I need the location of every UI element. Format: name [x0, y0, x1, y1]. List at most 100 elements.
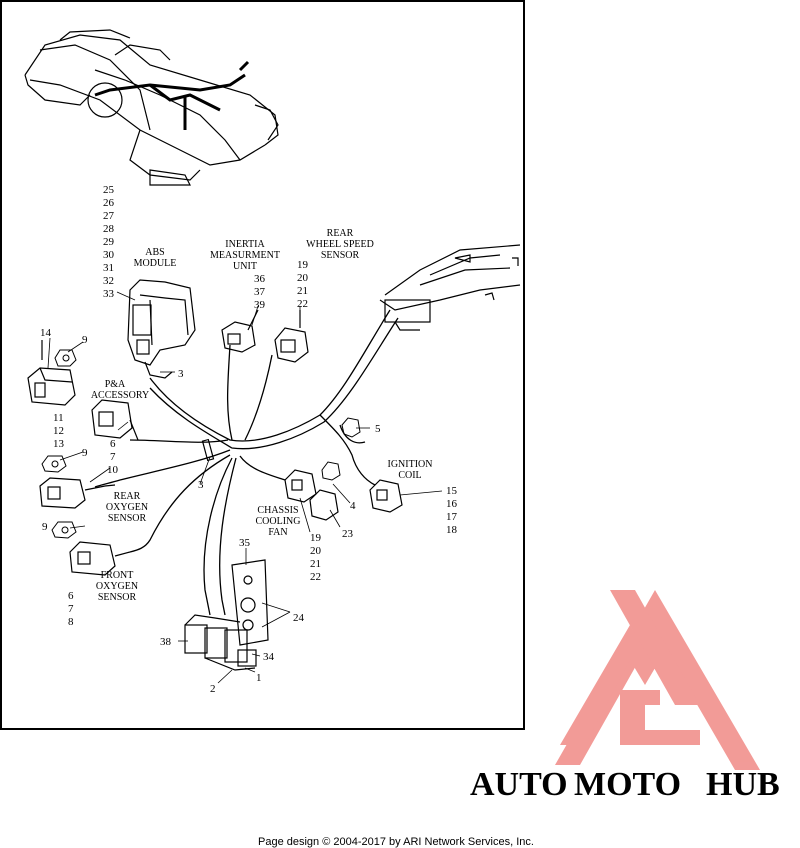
- callout-17: 17: [446, 511, 458, 523]
- callout-2: 2: [210, 683, 216, 695]
- callouts-connector: 11 12 13: [53, 412, 65, 450]
- connector-14: [27, 340, 76, 406]
- callout-15: 15: [446, 485, 458, 497]
- callout-16: 16: [446, 498, 458, 510]
- label-rear-o2-3: SENSOR: [108, 513, 147, 524]
- clip-9c: [51, 521, 77, 539]
- label-wss-1: REAR: [327, 228, 354, 239]
- label-imu-2: MEASURMENT: [210, 250, 280, 261]
- front-oxygen-connector: [69, 541, 131, 576]
- callout-9a: 9: [82, 334, 88, 346]
- callout-12: 12: [53, 425, 64, 437]
- callout-31: 31: [103, 262, 114, 274]
- callout-28: 28: [103, 223, 115, 235]
- watermark-moto: MOTO: [574, 766, 681, 803]
- callout-21b: 21: [310, 558, 321, 570]
- callout-23: 23: [342, 528, 354, 540]
- callout-32: 32: [103, 275, 114, 287]
- clip-9a: [54, 349, 77, 367]
- page-footer: Page design © 2004-2017 by ARI Network S…: [258, 836, 534, 848]
- callout-22b: 22: [310, 571, 321, 583]
- label-wss-2: WHEEL SPEED: [306, 239, 374, 250]
- label-rear-o2-1: REAR: [114, 491, 141, 502]
- label-fan-2: COOLING: [256, 516, 301, 527]
- callout-21a: 21: [297, 285, 308, 297]
- ignition-coil-connector: [369, 479, 403, 513]
- harness-thumbnail-routing: [94, 60, 250, 130]
- callout-20b: 20: [310, 545, 322, 557]
- automotohub-logo-icon: [555, 590, 760, 770]
- wheel-speed-connector: [274, 310, 309, 363]
- callout-7a: 7: [110, 451, 116, 463]
- callout-6a: 6: [110, 438, 116, 450]
- motorcycle-frame-thumbnail: [24, 29, 279, 186]
- label-fan-1: CHASSIS: [257, 505, 298, 516]
- clip-4: [321, 461, 341, 481]
- callout-33: 33: [103, 288, 115, 300]
- main-harness-trunk: [94, 309, 399, 616]
- callout-22a: 22: [297, 298, 308, 310]
- callout-3a: 3: [178, 368, 184, 380]
- watermark-hub: HUB: [706, 766, 780, 803]
- label-wss-3: SENSOR: [321, 250, 360, 261]
- callouts-fan: 19 20 21 22: [310, 532, 322, 583]
- label-front-o2-1: FRONT: [101, 570, 134, 581]
- callout-37: 37: [254, 286, 266, 298]
- callouts-pa: 6 7 10: [107, 438, 119, 476]
- clip-9b: [41, 455, 67, 473]
- callout-10: 10: [107, 464, 119, 476]
- clip-5: [341, 417, 361, 438]
- label-coil-1: IGNITION: [388, 459, 433, 470]
- label-front-o2-2: OXYGEN: [96, 581, 138, 592]
- callouts-coil: 15 16 17 18: [446, 485, 458, 536]
- callout-7b: 7: [68, 603, 74, 615]
- label-front-o2-3: SENSOR: [98, 592, 137, 603]
- callouts-wheel-speed: 19 20 21 22: [297, 259, 309, 310]
- callout-26: 26: [103, 197, 115, 209]
- connector-23: [309, 489, 339, 521]
- callout-19b: 19: [310, 532, 322, 544]
- label-rear-o2-2: OXYGEN: [106, 502, 148, 513]
- callout-5: 5: [375, 423, 381, 435]
- label-pa-1: P&A: [105, 379, 126, 390]
- automotohub-watermark: AUTO MOTO HUB: [470, 590, 780, 803]
- callouts-abs: 25 26 27 28 29 30 31 32 33: [103, 184, 115, 300]
- callouts-front-oxygen: 6 7 8: [68, 590, 74, 628]
- pa-accessory-connector: [91, 399, 139, 441]
- callout-29: 29: [103, 236, 115, 248]
- fan-connector: [284, 469, 317, 503]
- callout-19a: 19: [297, 259, 309, 271]
- callout-35: 35: [239, 537, 251, 549]
- watermark-auto: AUTO: [470, 766, 568, 803]
- label-abs-2: MODULE: [134, 258, 177, 269]
- callout-24: 24: [293, 612, 305, 624]
- callouts-imu: 36 37 39: [254, 273, 266, 311]
- label-abs-1: ABS: [145, 247, 164, 258]
- diagram-frame: [0, 0, 525, 730]
- callout-13: 13: [53, 438, 65, 450]
- callout-6b: 6: [68, 590, 74, 602]
- tie-strap-3: [201, 438, 215, 462]
- imu-connector: [221, 309, 259, 353]
- abs-module: [127, 279, 196, 379]
- callout-38: 38: [160, 636, 172, 648]
- label-imu-1: INERTIA: [225, 239, 265, 250]
- callouts-single: 14 9 9 9 3 3 5 4 23 35 24 38 34 2 1: [40, 327, 381, 695]
- rear-frame-section: [379, 244, 521, 331]
- callout-4: 4: [350, 500, 356, 512]
- component-labels: ABS MODULE INERTIA MEASURMENT UNIT REAR …: [91, 228, 433, 603]
- callout-30: 30: [103, 249, 115, 261]
- callout-3b: 3: [198, 479, 204, 491]
- callout-11: 11: [53, 412, 64, 424]
- label-pa-2: ACCESSORY: [91, 390, 149, 401]
- callout-9b: 9: [82, 447, 88, 459]
- callout-25: 25: [103, 184, 115, 196]
- rear-oxygen-connector: [39, 477, 116, 509]
- callout-18: 18: [446, 524, 458, 536]
- label-coil-2: COIL: [398, 470, 421, 481]
- callout-14: 14: [40, 327, 52, 339]
- relay-bracket-assembly: [184, 559, 269, 671]
- callout-1: 1: [256, 672, 262, 684]
- callout-39: 39: [254, 299, 266, 311]
